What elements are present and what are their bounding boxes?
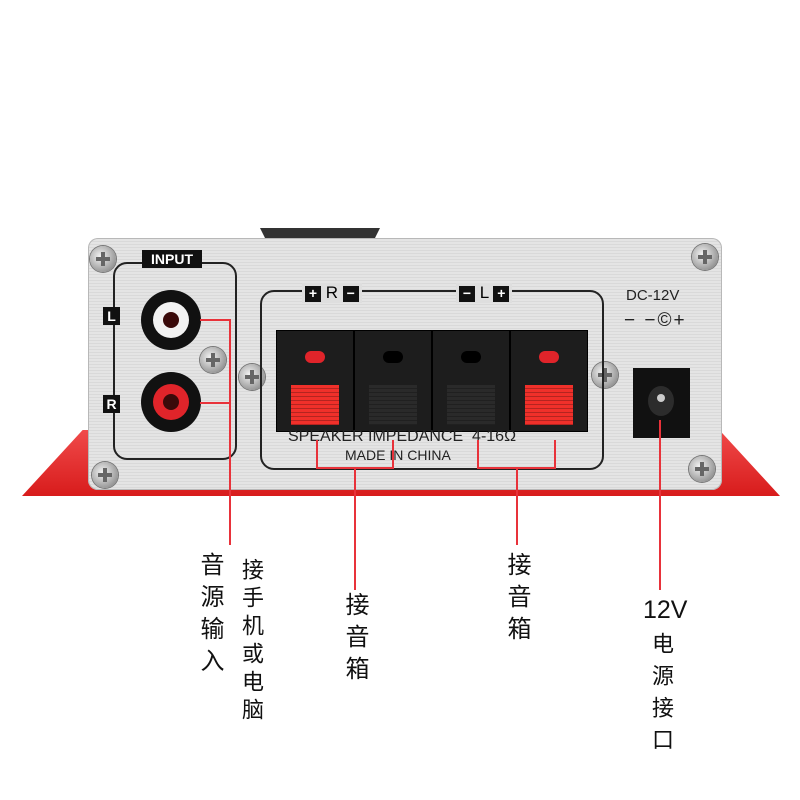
speaker-terminal-l-minus[interactable] [432,330,510,432]
annotation-line [516,467,518,545]
screw-icon [200,347,226,373]
rca-input-left[interactable] [141,290,201,350]
plus-icon: + [305,285,321,302]
screw-icon [92,462,118,488]
annotation-line [200,402,231,404]
speaker-polarity-l: − L + [456,283,513,303]
screw-icon [592,362,618,388]
dc-label: DC-12V [626,287,680,304]
annotation-line [200,319,231,321]
l-label: L [479,283,489,302]
origin-text: MADE IN CHINA [345,447,451,463]
annotation-line [354,467,356,590]
speaker-terminal-r-plus[interactable] [276,330,354,432]
audio-input-annotation: 音源输入 [196,552,224,680]
speaker-r-annotation: 接音箱 [341,592,369,688]
annotation-line [316,440,318,468]
r-label: R [325,283,339,302]
polarity-symbol: − −©+ [624,310,687,331]
right-channel-label: R [103,395,120,413]
annotation-line [554,440,556,468]
annotation-line [477,440,479,468]
minus-icon: − [342,285,359,302]
speaker-terminal-r-minus[interactable] [354,330,432,432]
top-label-strip [260,228,380,240]
screw-icon [90,246,116,272]
impedance-text: SPEAKER IMPEDANCE 4-16Ω [288,428,517,445]
plus-icon: + [493,285,510,302]
annotation-line [392,440,394,468]
speaker-section [260,290,604,470]
rca-input-right[interactable] [141,372,201,432]
audio-input-note: 接手机或电脑 [238,558,263,726]
power-voltage-annotation: 12V [643,596,688,624]
left-channel-label: L [103,307,120,325]
speaker-l-annotation: 接音箱 [503,552,531,648]
minus-icon: − [459,285,475,302]
dc-power-jack[interactable] [633,368,690,438]
speaker-polarity-r: + R − [302,283,362,303]
input-label: INPUT [142,250,202,268]
screw-icon [692,244,718,270]
annotation-line [659,420,661,590]
annotation-line [229,319,231,545]
speaker-terminal-l-plus[interactable] [510,330,588,432]
screw-icon [689,456,715,482]
power-port-annotation: 电源接口 [648,632,673,760]
